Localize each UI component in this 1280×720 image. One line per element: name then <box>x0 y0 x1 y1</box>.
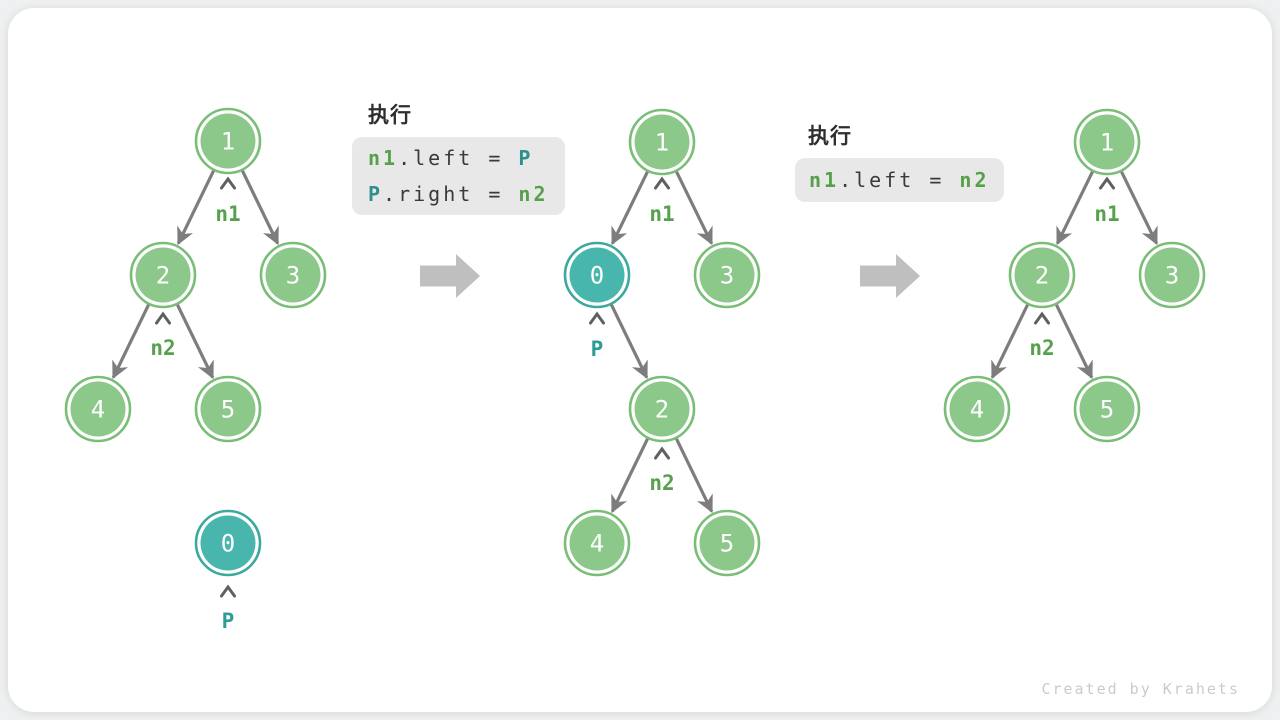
code-token: n1 <box>809 168 840 192</box>
code-token: .left = <box>398 146 519 170</box>
code-token: .left = <box>839 168 960 192</box>
code-line-1: n1.left = P <box>368 140 549 176</box>
code-token: n1 <box>368 146 399 170</box>
code-box-2: n1.left = n2 <box>795 158 1004 202</box>
code-token: P <box>368 182 384 206</box>
code-token: n2 <box>518 182 549 206</box>
code-token: n2 <box>959 168 990 192</box>
code-box-1: n1.left = P P.right = n2 <box>352 137 565 215</box>
code-token: .right = <box>383 182 519 206</box>
code-line-2: P.right = n2 <box>368 176 549 212</box>
figure-card <box>8 8 1272 712</box>
step-1-title: 执行 <box>368 103 412 127</box>
code-line-1: n1.left = n2 <box>809 162 990 198</box>
code-token: P <box>518 146 534 170</box>
watermark: Created by Krahets <box>1041 680 1240 698</box>
step-2-title: 执行 <box>808 124 852 148</box>
